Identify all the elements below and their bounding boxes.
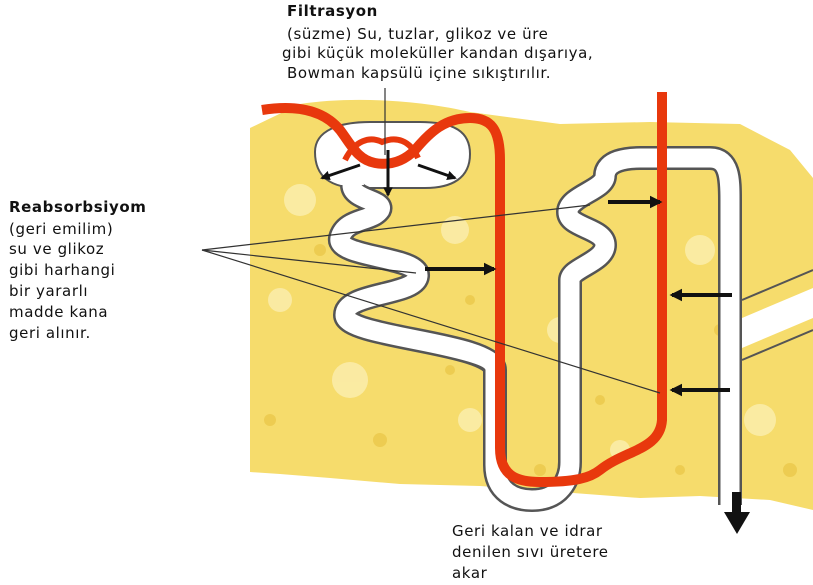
reabsorption-line-3: gibi harhangi (9, 261, 115, 280)
reabsorption-line-4: bir yararlı (9, 282, 88, 301)
reabsorption-line-6: geri alınır. (9, 324, 91, 343)
filtration-line-2: gibi küçük moleküller kandan dışarıya, (282, 44, 593, 63)
reabsorption-line-2: su ve glikoz (9, 240, 104, 259)
filtration-title: Filtrasyon (287, 2, 378, 21)
filtration-line-1: (süzme) Su, tuzlar, glikoz ve üre (287, 25, 548, 44)
output-line-3: akar (452, 564, 487, 583)
reabsorption-line-1: (geri emilim) (9, 220, 113, 239)
filtration-line-3: Bowman kapsülü içine sıkıştırılır. (287, 64, 551, 83)
output-line-1: Geri kalan ve idrar (452, 522, 603, 541)
reabsorption-line-5: madde kana (9, 303, 108, 322)
reabsorption-title: Reabsorbsiyom (9, 198, 147, 217)
output-line-2: denilen sıvı üretere (452, 543, 609, 562)
